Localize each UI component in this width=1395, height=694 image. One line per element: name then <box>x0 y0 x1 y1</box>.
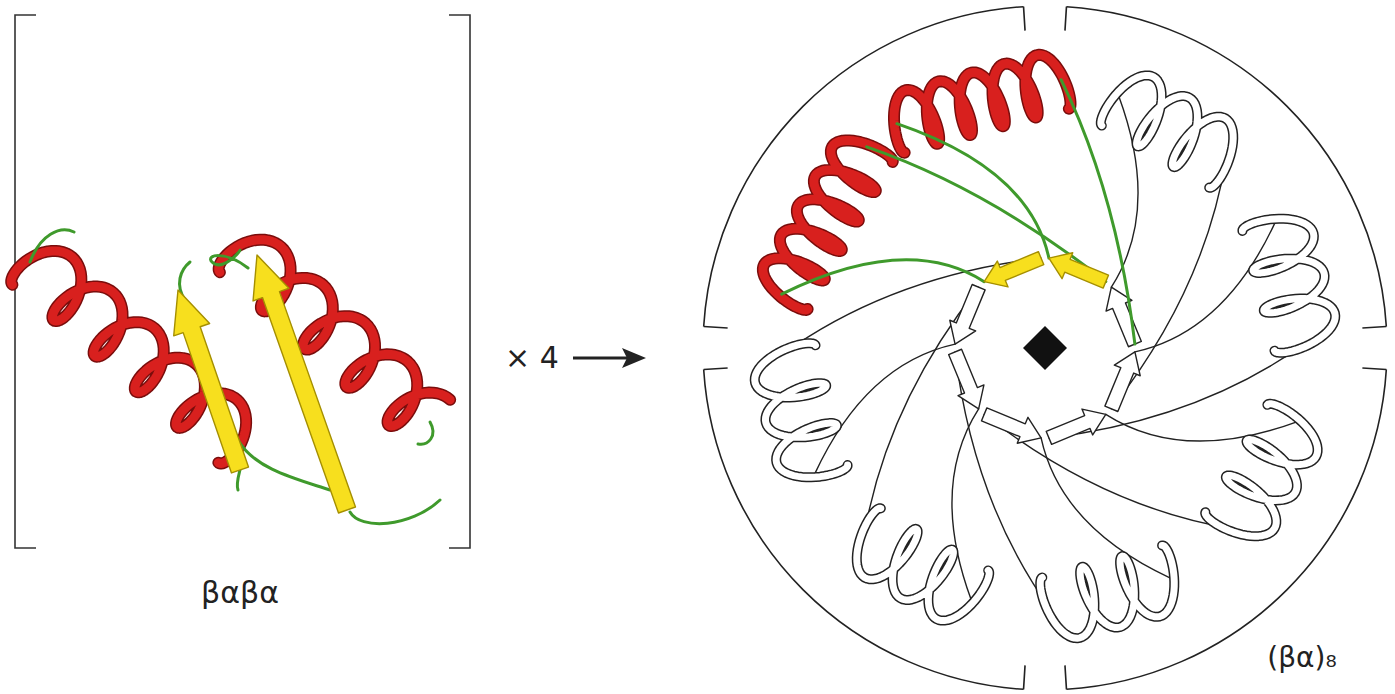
alpha-helix <box>763 140 893 309</box>
alpha-helix <box>1242 219 1335 353</box>
helix-outline <box>1205 404 1317 536</box>
beta-strand <box>253 255 355 513</box>
loop <box>1041 438 1171 578</box>
helices <box>755 75 1336 638</box>
helix-outline <box>894 55 1071 153</box>
loop <box>1061 80 1135 344</box>
helix-outline <box>755 343 848 477</box>
loop <box>1106 414 1297 441</box>
circle-arc <box>704 7 1024 327</box>
caption-label: βαβα <box>201 576 279 609</box>
alpha-helix <box>219 240 450 426</box>
loop <box>897 124 1049 258</box>
caption-label: × 4 <box>505 341 559 374</box>
strands <box>984 252 1108 288</box>
alpha-helix <box>755 343 848 477</box>
alpha-helix <box>1101 75 1233 187</box>
helix-outline <box>857 508 989 620</box>
circle-arc <box>1066 7 1386 327</box>
strands <box>949 285 1142 445</box>
arc-tick <box>1024 665 1026 689</box>
loop <box>350 500 440 524</box>
beta-strand <box>1049 253 1109 288</box>
beta-strand <box>984 252 1044 287</box>
alpha-helix <box>1040 545 1174 638</box>
helix-outline <box>1040 545 1174 638</box>
arc-tick <box>1362 368 1386 370</box>
bracket <box>449 15 470 548</box>
loop <box>782 260 985 294</box>
barrel-panel <box>704 7 1387 690</box>
helix-outline <box>763 140 893 309</box>
helices <box>763 55 1071 310</box>
arc-tick <box>1065 7 1067 31</box>
loop <box>952 409 979 600</box>
beta-strand <box>1105 352 1140 412</box>
beta-strand <box>950 285 985 345</box>
loop <box>418 422 433 444</box>
loop <box>815 344 955 474</box>
beta-strand <box>982 408 1042 443</box>
arc-tick <box>1065 665 1067 689</box>
helix-outline <box>1101 75 1233 187</box>
caption-label: (βα)₈ <box>1267 643 1336 674</box>
alpha-helix <box>857 508 989 620</box>
symmetry-axis-diamond <box>1023 326 1067 370</box>
assembly-arrow <box>573 348 646 368</box>
beta-strand <box>1106 287 1141 347</box>
bracket <box>15 15 36 548</box>
beta-strand <box>174 290 249 473</box>
motif-panel <box>11 15 470 548</box>
loop <box>211 250 248 268</box>
helix-outline <box>219 240 450 426</box>
alpha-helix <box>894 55 1071 153</box>
arc-tick <box>704 327 728 329</box>
loops <box>782 80 1135 344</box>
beta-strand <box>949 349 984 409</box>
circle-arc <box>704 369 1024 689</box>
loop <box>237 470 240 490</box>
circle-arc <box>1066 369 1386 689</box>
arc-tick <box>704 368 728 370</box>
alpha-helix <box>1205 404 1317 536</box>
loop <box>30 230 74 262</box>
loop <box>1135 222 1275 352</box>
arc-tick <box>1362 327 1386 329</box>
beta-strand <box>1046 409 1106 444</box>
loop <box>1111 96 1138 287</box>
arc-tick <box>1024 7 1026 31</box>
arrow-head <box>622 348 646 368</box>
helix-outline <box>1242 219 1335 353</box>
arrow-shaft <box>573 357 628 360</box>
